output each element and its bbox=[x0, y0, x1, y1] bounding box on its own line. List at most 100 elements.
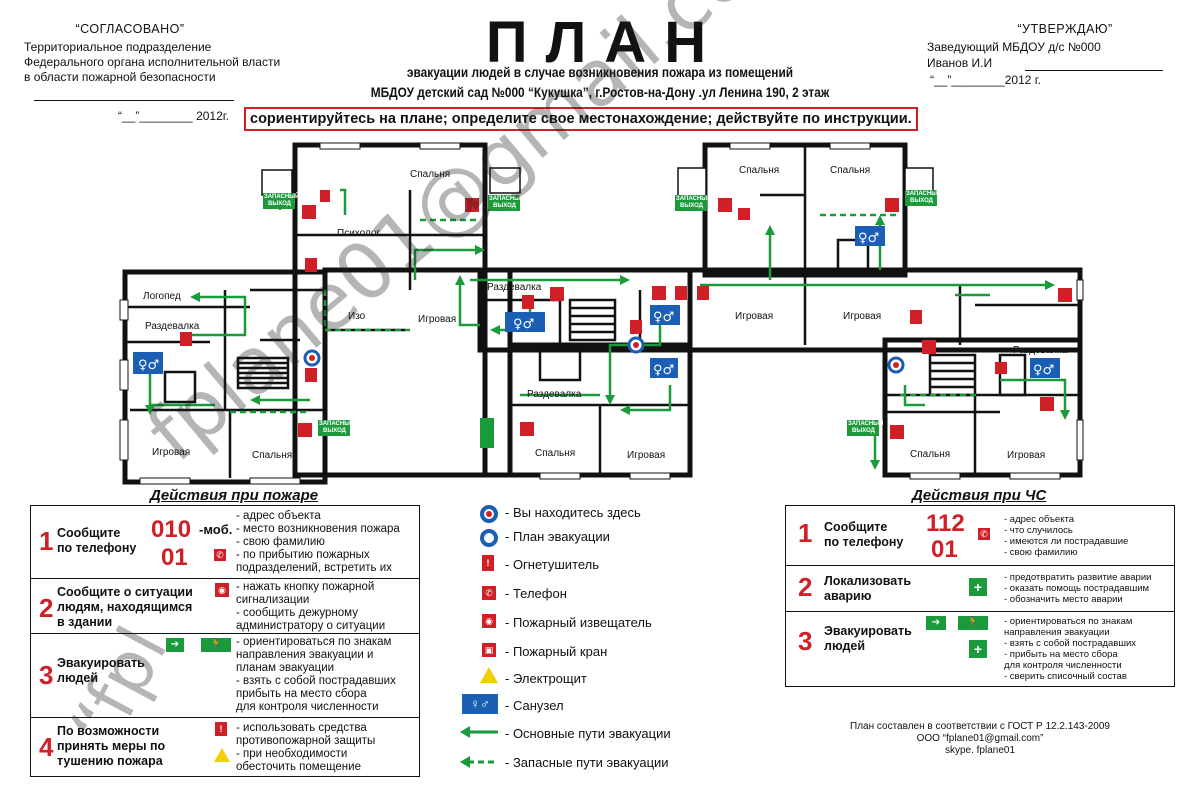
row-bullets: - использовать средства противопожарной … bbox=[236, 722, 375, 774]
bullet: противопожарной защиты bbox=[236, 735, 376, 747]
bullet: - взять с собой пострадавших bbox=[1004, 638, 1137, 649]
room-label: Раздевалка bbox=[527, 389, 582, 400]
exit-sign-line: ЗАПАСНЫЙ bbox=[906, 191, 942, 197]
phone-icon: ✆ bbox=[978, 528, 990, 540]
room-label: Игровая bbox=[627, 450, 666, 461]
hydrant-icon: ▣ bbox=[482, 643, 496, 657]
row-action-line: принять меры по bbox=[57, 739, 166, 753]
row-bullets: - предотвратить развитие аварии - оказат… bbox=[1004, 572, 1151, 605]
bullet: - ориентироваться по знакам bbox=[236, 636, 392, 648]
first-aid-icon: + bbox=[969, 578, 987, 596]
exit-sign: ЗАПАСНЫЙ ВЫХОД bbox=[319, 421, 355, 435]
footer-gost: План составлен в соответствии с ГОСТ Р 1… bbox=[850, 721, 1110, 732]
exit-sign-icon: 🏃 bbox=[201, 638, 231, 652]
room-label: Изо bbox=[348, 311, 366, 322]
exit-sign: ЗАПАСНЫЙ ВЫХОД bbox=[676, 196, 712, 210]
row-action: Эвакуировать людей bbox=[824, 624, 912, 654]
phone-suffix: -моб. bbox=[199, 522, 233, 537]
room-label: Раздевалка bbox=[145, 321, 200, 332]
route-lines-icon bbox=[460, 726, 498, 768]
legend-you-are-here: - Вы находитесь здесь bbox=[505, 505, 641, 520]
fire-row-4: 4 По возможности принять меры по тушению… bbox=[31, 718, 419, 776]
bullet: - что случилось bbox=[1004, 525, 1073, 536]
row-action-line: тушению пожара bbox=[57, 754, 163, 768]
bullet: - адрес объекта bbox=[236, 510, 321, 522]
arrow-sign-icon: ➔ bbox=[166, 638, 184, 652]
exit-sign-line: ВЫХОД bbox=[493, 203, 516, 209]
toilet-icon: ♀♂ bbox=[462, 694, 498, 714]
row-action-line: людям, находящимся bbox=[57, 600, 193, 614]
arrow-sign-icon: ➔ bbox=[926, 616, 946, 630]
room-label: Игровая bbox=[418, 314, 457, 325]
alarm-icon: ◉ bbox=[482, 614, 496, 628]
bullet: - обозначить место аварии bbox=[1004, 594, 1123, 605]
bullet: обесточить помещение bbox=[236, 761, 361, 773]
plan-address: МБДОУ детский сад №000 “Кукушка”, г.Рост… bbox=[370, 85, 830, 100]
room-label: Спальня bbox=[739, 165, 780, 176]
bullet: - использовать средства bbox=[236, 722, 367, 734]
exit-sign: ЗАПАСНЫЙ ВЫХОД bbox=[264, 194, 300, 208]
alarm-icon: ◉ bbox=[215, 583, 229, 597]
exit-sign-line: ВЫХОД bbox=[910, 198, 933, 204]
emergency-row-3: 3 Эвакуировать людей ➔ 🏃 + - ориентирова… bbox=[786, 612, 1174, 686]
plan-subtitle: эвакуации людей в случае возникновения п… bbox=[406, 65, 794, 80]
you-are-here-icon bbox=[480, 505, 498, 523]
exit-sign-line: ЗАПАСНЫЙ bbox=[264, 194, 300, 200]
emergency-actions-table: 1 Сообщите по телефону 112 01 ✆ - адрес … bbox=[785, 505, 1175, 687]
exit-sign-line: ВЫХОД bbox=[268, 201, 291, 207]
room-label: Игровая bbox=[843, 311, 882, 322]
exit-sign-line: ЗАПАСНЫЙ bbox=[319, 421, 355, 427]
approved-caption: “СОГЛАСОВАНО” bbox=[75, 22, 185, 36]
bullet: прибыть на место сбора bbox=[236, 688, 367, 700]
row-bullets: - ориентироваться по знакам направления … bbox=[236, 636, 396, 714]
approve-date: “__”________2012 г. bbox=[930, 73, 1042, 87]
row-action-line: Локализовать bbox=[824, 574, 912, 588]
footer-company: ООО “fplane01@gmail.com” bbox=[916, 733, 1044, 744]
fire-row-2: 2 Сообщите о ситуации людям, находящимся… bbox=[31, 579, 419, 634]
row-bullets: - ориентироваться по знакам направления … bbox=[1004, 616, 1136, 682]
approve-position: Заведующий МБДОУ д/с №000 bbox=[927, 40, 1101, 54]
room-label: Спальня bbox=[910, 449, 951, 460]
legend-alarm: - Пожарный извещатель bbox=[505, 615, 652, 630]
approved-date: “__”________ 2012г. bbox=[118, 109, 230, 123]
room-label: Спальня bbox=[830, 165, 871, 176]
exit-sign-line: ВЫХОД bbox=[852, 428, 875, 434]
extinguisher-icon: ! bbox=[482, 555, 494, 571]
room-label: Игровая bbox=[1007, 450, 1046, 461]
bullet: подразделений, встретить их bbox=[236, 562, 392, 574]
svg-text:♀♂: ♀♂ bbox=[513, 317, 534, 332]
exit-sign-line: ЗАПАСНЫЙ bbox=[489, 196, 525, 202]
row-action-line: Эвакуировать bbox=[824, 624, 912, 638]
row-number: 2 bbox=[39, 593, 54, 623]
exit-sign: ЗАПАСНЫЙ ВЫХОД bbox=[906, 191, 942, 205]
approved-org-line: Федерального органа исполнительной власт… bbox=[24, 55, 281, 69]
svg-text:♀♂: ♀♂ bbox=[858, 231, 879, 246]
emergency-row-2: 2 Локализовать аварию + - предотвратить … bbox=[786, 566, 1174, 612]
room-label: Логопед bbox=[143, 291, 181, 302]
approve-name: Иванов И.И bbox=[927, 56, 993, 70]
bullet: сигнализации bbox=[236, 594, 310, 606]
svg-text:♀♂: ♀♂ bbox=[653, 310, 674, 325]
row-action: Сообщите по телефону bbox=[824, 520, 903, 550]
plan-title: ПЛАН bbox=[485, 10, 725, 75]
row-action-line: в здании bbox=[57, 615, 113, 629]
wall-right-wing bbox=[882, 337, 1083, 478]
legend-extinguisher: - Огнетушитель bbox=[505, 557, 600, 572]
svg-text:♀♂: ♀♂ bbox=[653, 363, 674, 378]
exit-sign-line: ВЫХОД bbox=[323, 428, 346, 434]
bullet: - взять с собой пострадавших bbox=[236, 675, 396, 687]
electric-panel-icon bbox=[214, 748, 230, 762]
room-label: Психолог bbox=[337, 228, 381, 239]
row-number: 3 bbox=[39, 660, 54, 690]
approve-caption: “УТВЕРЖДАЮ” bbox=[1017, 22, 1113, 36]
electric-panel-icon bbox=[480, 667, 498, 683]
exit-sign-line: ЗАПАСНЫЙ bbox=[676, 196, 712, 202]
row-bullets: - нажать кнопку пожарной сигнализации - … bbox=[236, 581, 385, 633]
bullet: - при необходимости bbox=[236, 748, 348, 760]
fire-row-1: 1 Сообщите по телефону 010 -моб. 01 ✆ - … bbox=[31, 506, 419, 579]
legend-reserve-routes: - Запасные пути эвакуации bbox=[505, 755, 669, 770]
bullet: - нажать кнопку пожарной bbox=[236, 581, 375, 593]
row-number: 3 bbox=[798, 626, 813, 656]
fire-row-3: 3 Эвакуировать людей ➔ 🏃 - ориентировать… bbox=[31, 634, 419, 718]
footer-skype: skype. fplane01 bbox=[944, 745, 1016, 756]
